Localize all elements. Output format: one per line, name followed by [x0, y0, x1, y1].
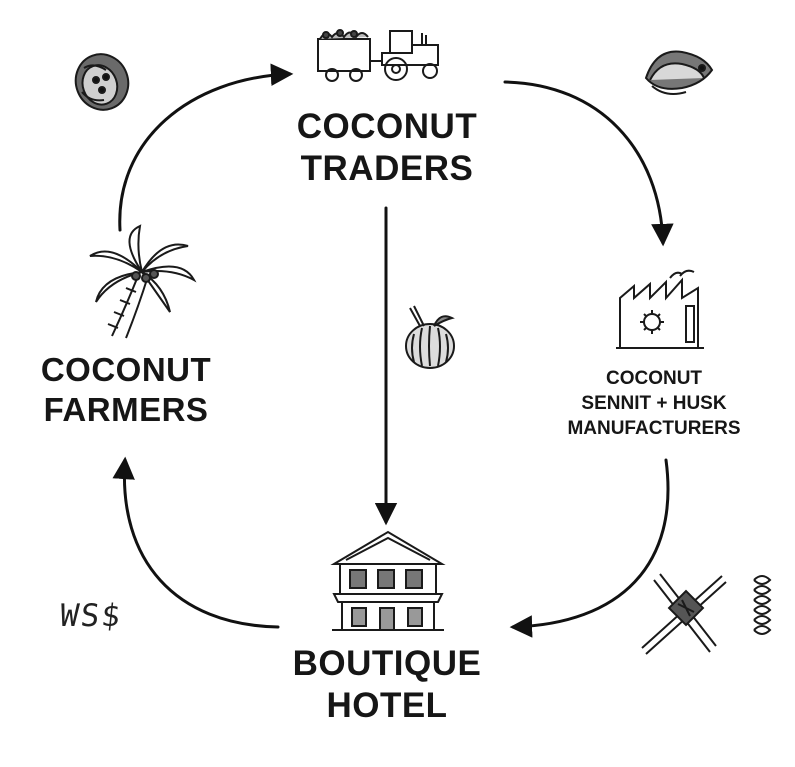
palm-tree-icon: [89, 224, 197, 339]
drinking-coconut-icon: [405, 305, 455, 369]
factory-icon: [616, 269, 704, 349]
traders-line-2: TRADERS: [300, 149, 474, 188]
arrow-traders-to-manufacturers: [503, 80, 674, 247]
boutique-hotel-icon: [330, 530, 446, 631]
arrow-manufacturers-to-hotel: [509, 458, 670, 638]
farmers-line-1: COCONUT: [40, 351, 212, 388]
arrow-farmers-to-traders: [118, 63, 294, 232]
hotel-line-1: BOUTIQUE: [292, 644, 482, 683]
node-manufacturers: COCONUT SENNIT + HUSK MANUFACTURERS: [520, 366, 788, 441]
hotel-line-2: HOTEL: [326, 686, 448, 725]
node-coconut-traders: COCONUT TRADERS: [262, 106, 512, 190]
farmers-line-2: FARMERS: [43, 390, 209, 428]
manufacturers-line-3: MANUFACTURERS: [567, 418, 741, 440]
coconut-shell-icon: [644, 50, 714, 95]
rope-coil-icon: [753, 575, 772, 635]
manufacturers-line-1: COCONUT: [605, 368, 703, 389]
money-annotation: WS$: [58, 598, 124, 634]
manufacturers-line-2: SENNIT + HUSK: [581, 393, 727, 415]
truck-tractor-icon: [317, 29, 439, 82]
node-boutique-hotel: BOUTIQUE HOTEL: [252, 643, 522, 727]
woven-sennit-icon: [641, 573, 727, 655]
coconut-icon: [74, 53, 130, 111]
node-coconut-farmers: COCONUT FARMERS: [0, 350, 252, 429]
arrow-hotel-to-farmers: [112, 456, 280, 629]
traders-line-1: COCONUT: [296, 107, 478, 146]
